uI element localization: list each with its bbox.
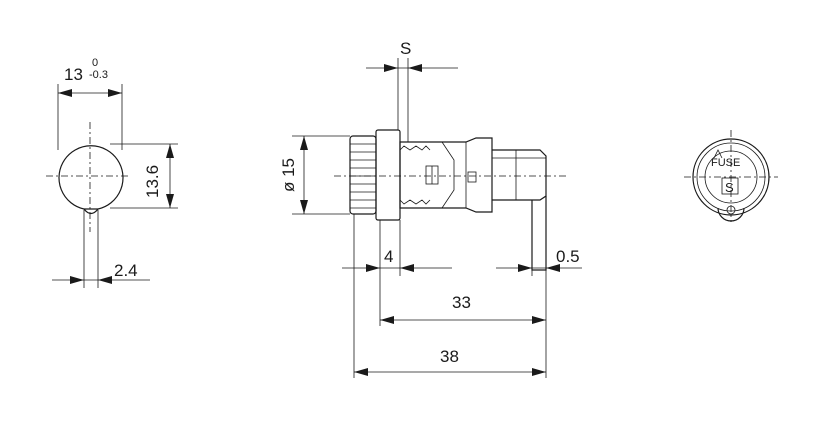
rear-profile-view xyxy=(46,84,178,288)
dim-4: 4 xyxy=(384,247,393,266)
dim-height-13-6: 13.6 xyxy=(143,165,162,198)
dim-33: 33 xyxy=(452,293,471,312)
dim-tab-2-4: 2.4 xyxy=(114,261,138,280)
dim-0-5: 0.5 xyxy=(556,247,580,266)
dim-s: S xyxy=(400,39,411,58)
front-cap-view xyxy=(684,130,778,222)
dim-width-13-tol-lower: -0.3 xyxy=(89,69,108,81)
dim-width-13: 13 xyxy=(64,65,83,84)
dim-width-13-tol-upper: 0 xyxy=(92,57,98,69)
side-view xyxy=(292,58,582,378)
cap-mark-s: S xyxy=(725,180,734,195)
dim-38: 38 xyxy=(440,347,459,366)
cap-fuse-label: FUSE xyxy=(711,157,740,169)
dim-diameter-15: ø 15 xyxy=(279,158,298,192)
